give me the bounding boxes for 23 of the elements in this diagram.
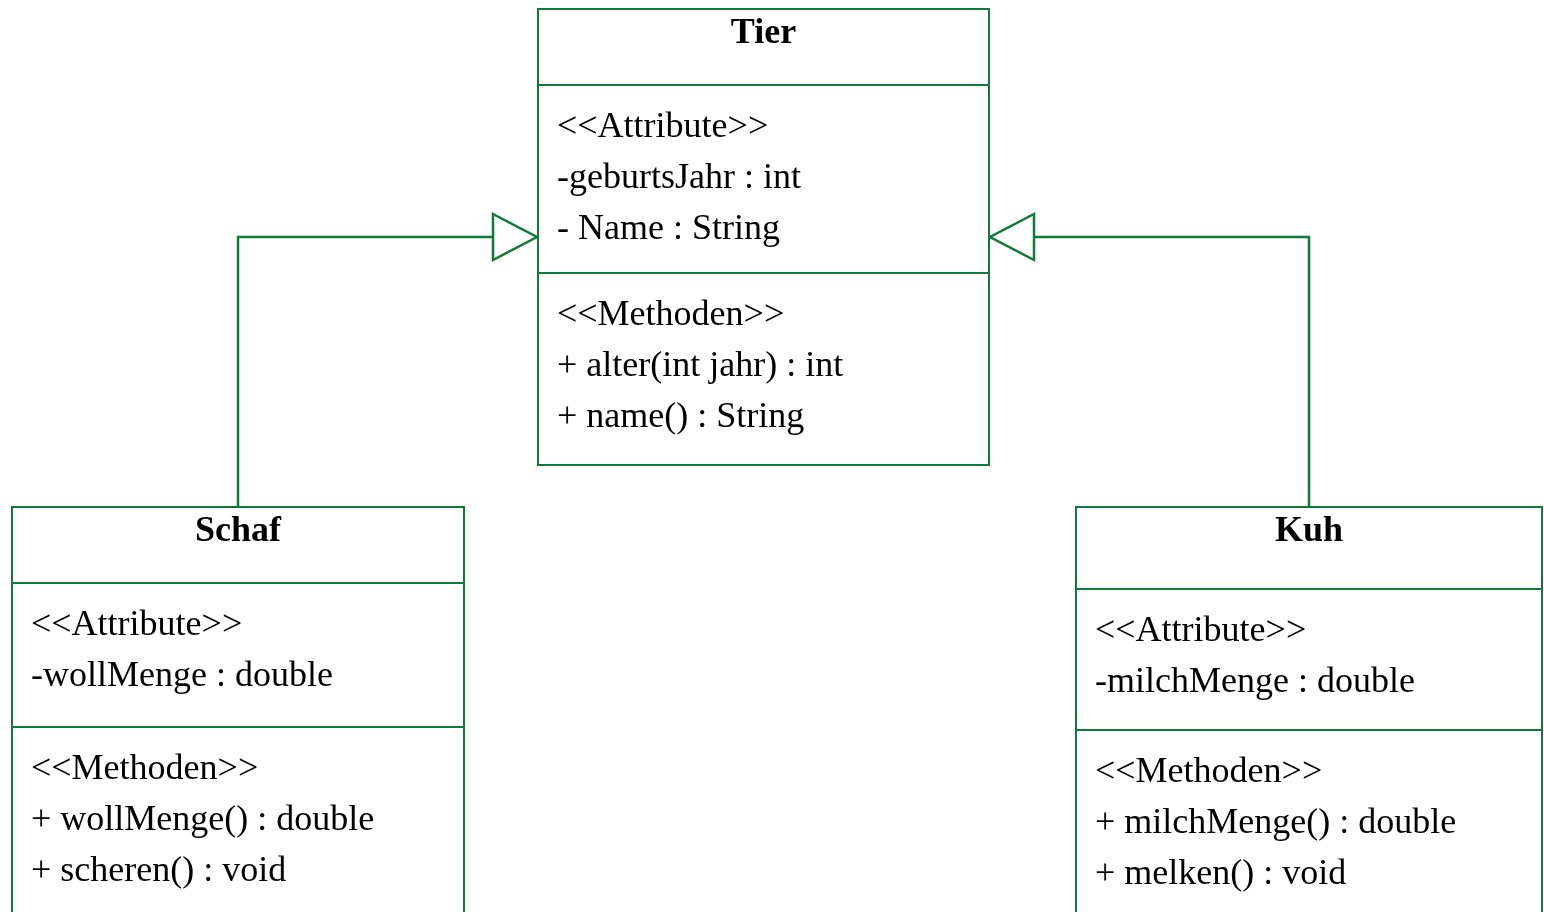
member-text: + scheren() : void [31, 847, 287, 891]
member-text: -geburtsJahr : int [557, 154, 801, 198]
member-text: + milchMenge() : double [1095, 799, 1457, 843]
member-text: + melken() : void [1095, 850, 1347, 894]
member-text: - Name : String [557, 205, 780, 249]
class-box [537, 8, 990, 466]
class-name: Schaf [194, 508, 283, 550]
class-box [1075, 506, 1543, 912]
stereotype-label: <<Attribute>> [31, 601, 243, 645]
stereotype-label: <<Methoden>> [557, 291, 785, 335]
class-box [11, 506, 465, 912]
member-text: + wollMenge() : double [31, 796, 375, 840]
member-text: + name() : String [557, 393, 805, 437]
member-text: -milchMenge : double [1095, 658, 1415, 702]
stereotype-label: <<Attribute>> [1095, 607, 1307, 651]
stereotype-label: <<Methoden>> [1095, 748, 1323, 792]
member-text: + alter(int jahr) : int [557, 342, 844, 386]
inheritance-arrow [236, 212, 539, 506]
member-text: -wollMenge : double [31, 652, 333, 696]
class-name: Kuh [1273, 508, 1344, 550]
stereotype-label: <<Attribute>> [557, 103, 769, 147]
class-name: Tier [729, 10, 798, 52]
stereotype-label: <<Methoden>> [31, 745, 259, 789]
